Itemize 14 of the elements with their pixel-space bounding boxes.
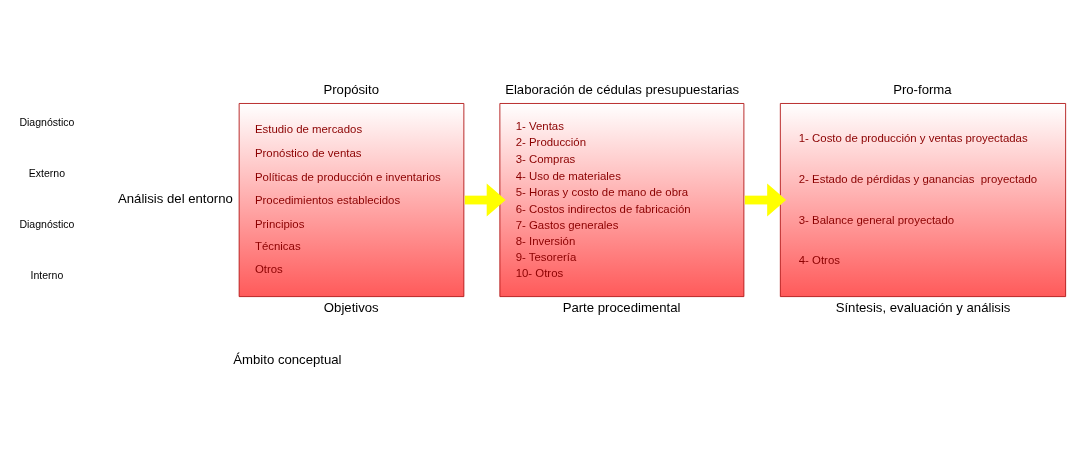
node-label: Síntesis, evaluación y análisis bbox=[835, 299, 1011, 315]
node-label: Propósito bbox=[323, 81, 380, 97]
label: Externo bbox=[28, 166, 66, 179]
node-label: Parte procedimental bbox=[562, 299, 681, 315]
arrow bbox=[744, 182, 787, 217]
node-label: Pro-forma bbox=[893, 81, 952, 97]
label: Ámbito conceptual bbox=[233, 351, 342, 367]
node-label: Análisis del entorno bbox=[118, 190, 233, 206]
node-label: Elaboración de cédulas presupuestarias bbox=[505, 81, 740, 97]
label: Diagnóstico bbox=[19, 217, 75, 230]
node-label: Objetivos bbox=[323, 299, 379, 315]
label: Interno bbox=[30, 268, 64, 281]
label: Diagnóstico bbox=[19, 115, 75, 128]
arrow bbox=[464, 182, 506, 217]
